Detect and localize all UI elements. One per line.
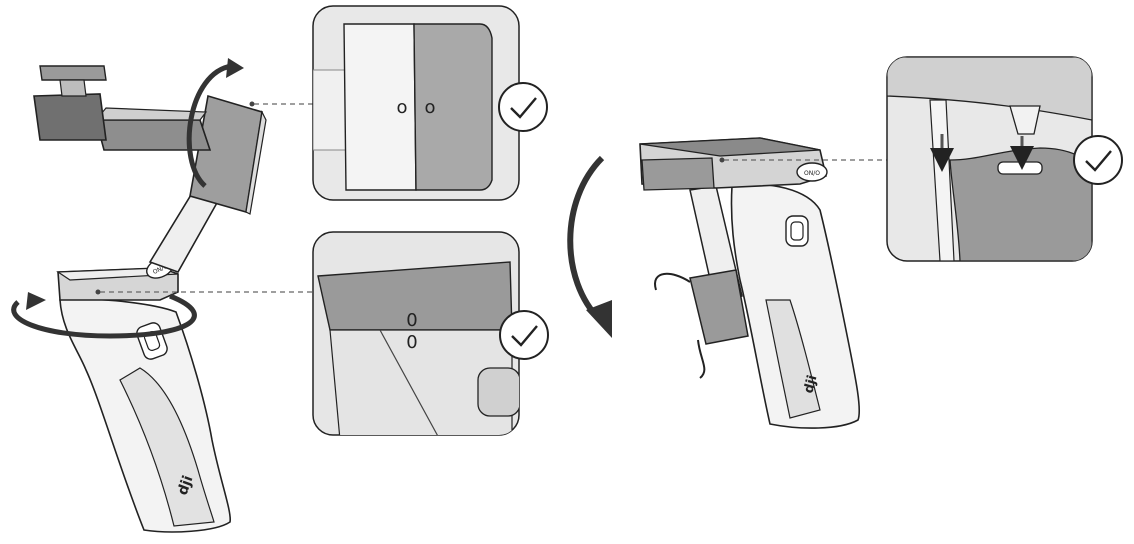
joystick-icon bbox=[785, 215, 809, 247]
alignment-mark-left: o bbox=[396, 97, 407, 118]
check-icon bbox=[499, 310, 549, 360]
callout-top-detail: o o bbox=[312, 5, 548, 201]
gimbal-folded: dji ON/O bbox=[639, 137, 861, 429]
alignment-mark-right: o bbox=[424, 97, 435, 118]
alignment-mark-upper: 0 bbox=[406, 310, 417, 331]
rotate-arrow-tilt bbox=[186, 58, 244, 188]
power-button-label: ON/O bbox=[804, 170, 820, 177]
check-icon bbox=[1073, 135, 1123, 185]
dji-logo: dji bbox=[801, 374, 820, 395]
check-icon bbox=[498, 82, 548, 132]
callout-bottom-detail: 0 0 bbox=[312, 231, 549, 436]
power-button bbox=[796, 162, 828, 182]
alignment-mark-lower: 0 bbox=[406, 332, 417, 353]
rotate-arrow-pan bbox=[11, 292, 197, 339]
dji-logo: dji bbox=[175, 473, 197, 497]
callout-folded-detail bbox=[886, 56, 1123, 262]
fold-arrow-icon bbox=[567, 155, 612, 338]
gimbal-unfolded: dji ON/O bbox=[33, 65, 267, 533]
